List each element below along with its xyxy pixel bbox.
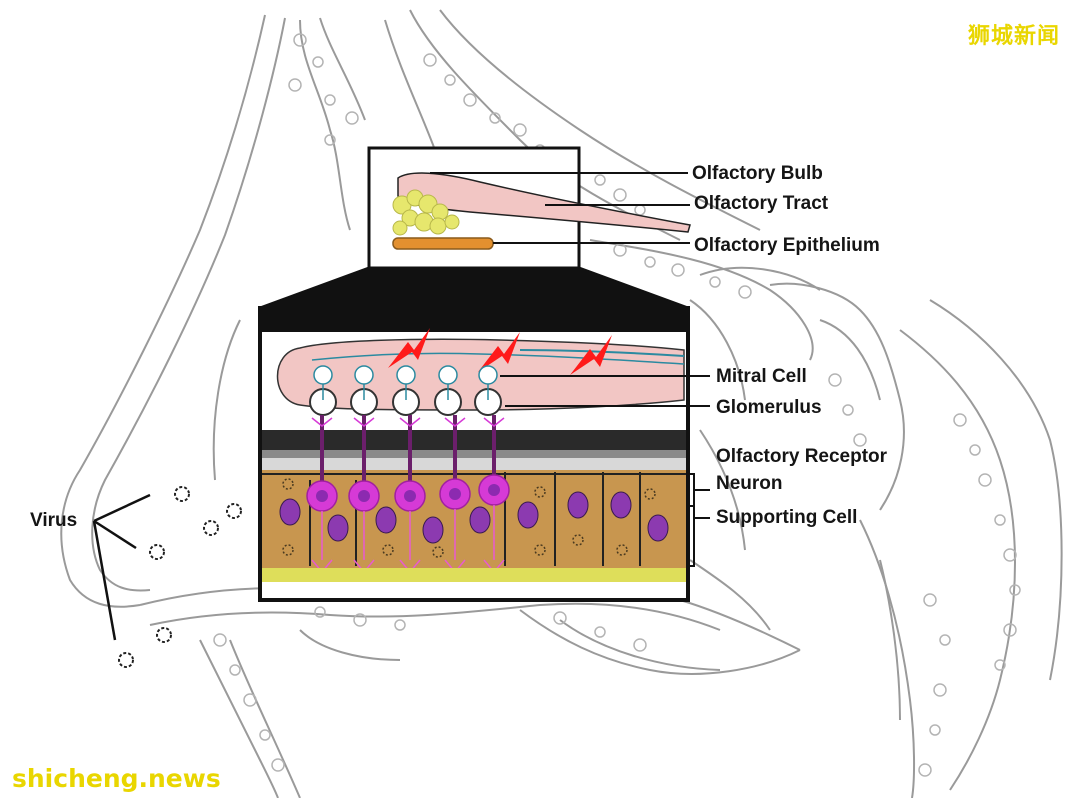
mitral-unit [309,365,337,416]
head-sagittal-sketch [60,9,1063,798]
zoom-inset [258,306,710,602]
label-glomerulus: Glomerulus [716,397,822,418]
olfactory-bulb-shape [397,172,691,233]
label-mitral-cell: Mitral Cell [716,366,807,387]
signal-bolts [388,328,612,375]
label-olfactory-epithelium: Olfactory Epithelium [694,235,880,256]
watermark-top-right: 狮城新闻 [967,24,1060,49]
label-supporting-cell: Supporting Cell [716,507,858,528]
label-olfactory-tract: Olfactory Tract [694,193,829,214]
supporting-nuclei [279,491,669,544]
virus-pointer [92,493,151,641]
label-olfactory-bulb: Olfactory Bulb [692,163,823,184]
olfactory-epithelium-shape [392,237,494,250]
tissue-dots [282,478,656,558]
watermark-bottom-left: shicheng.news [12,764,221,793]
mitral-glomeruli [309,365,502,416]
label-receptor-neuron-line2: Neuron [716,473,783,494]
virus-particles [118,486,242,668]
projection-shadow [260,268,688,308]
label-receptor-neuron-line1: Olfactory Receptor [716,446,888,467]
label-virus: Virus [30,510,78,531]
yellow-cell-cluster [392,189,460,236]
top-inset [259,146,691,310]
basal-layer [262,568,686,582]
